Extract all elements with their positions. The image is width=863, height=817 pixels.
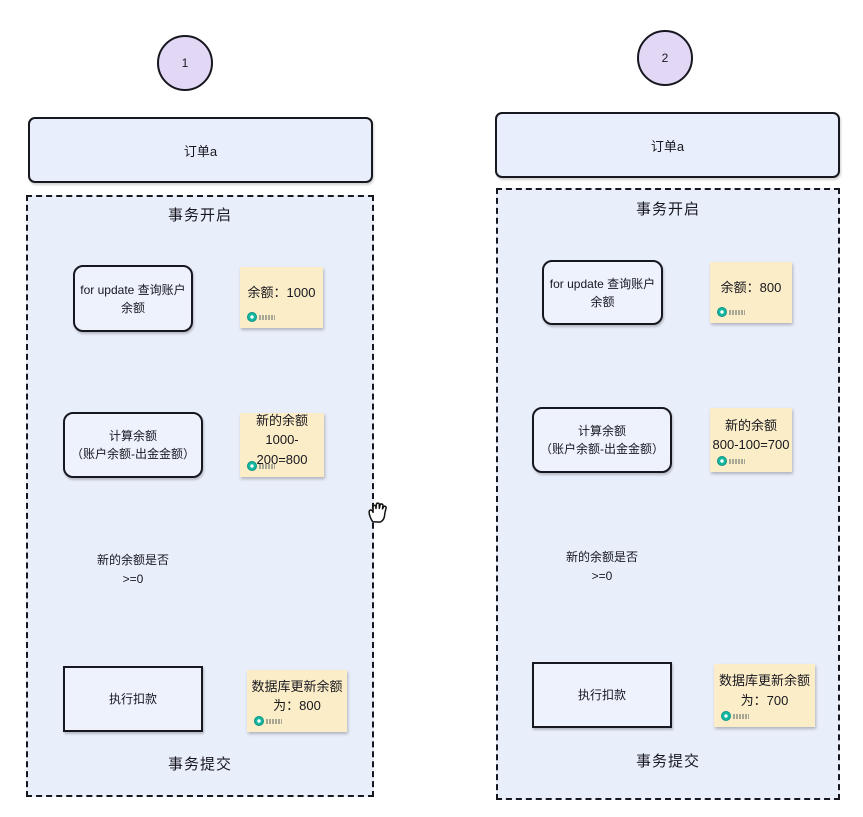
new-balance-note-text: 新的余额 800-100=700	[712, 417, 790, 453]
order-node[interactable]: 订单a	[495, 112, 840, 178]
watermark-badge	[247, 312, 275, 322]
order-label: 订单a	[650, 138, 685, 154]
sequence-badge-label: 2	[661, 51, 669, 65]
db-update-note[interactable]: 数据库更新余额 为：700	[714, 664, 815, 727]
query-balance-label: for update 查询账户 余额	[80, 282, 186, 315]
sequence-badge-1[interactable]: 1	[157, 35, 213, 91]
execute-deduction-label: 执行扣款	[108, 692, 157, 706]
watermark-text	[729, 309, 745, 315]
transaction-commit-label: 事务提交	[635, 753, 700, 770]
decision-label: 新的余额是否 >=0	[565, 549, 638, 583]
execute-deduction-label: 执行扣款	[577, 688, 626, 702]
transaction-open-label: 事务开启	[167, 207, 232, 224]
execute-deduction-node[interactable]: 执行扣款	[63, 666, 203, 732]
watermark-badge	[254, 716, 282, 726]
balance-note[interactable]: 余额：800	[710, 262, 792, 323]
transaction-commit-label: 事务提交	[167, 756, 232, 773]
watermark-text	[729, 458, 745, 464]
watermark-text	[733, 713, 749, 719]
new-balance-note[interactable]: 新的余额 1000-200=800	[240, 413, 324, 477]
watermark-badge	[247, 461, 275, 471]
watermark-icon	[254, 716, 264, 726]
db-update-note[interactable]: 数据库更新余额 为：800	[247, 670, 347, 732]
watermark-icon	[721, 711, 731, 721]
balance-note[interactable]: 余额：1000	[240, 267, 323, 328]
calc-balance-label: 计算余额 （账户余额-出金金额）	[71, 429, 195, 461]
execute-deduction-node[interactable]: 执行扣款	[532, 662, 672, 728]
watermark-badge	[721, 711, 749, 721]
balance-note-text: 余额：1000	[247, 284, 316, 300]
query-balance-label: for update 查询账户 余额	[549, 276, 656, 309]
watermark-text	[259, 314, 275, 320]
watermark-icon	[717, 456, 727, 466]
hand-cursor-icon	[368, 502, 387, 523]
calc-balance-node[interactable]: 计算余额 （账户余额-出金金额）	[532, 407, 672, 473]
query-balance-node[interactable]: for update 查询账户 余额	[542, 260, 663, 325]
order-node[interactable]: 订单a	[28, 117, 373, 183]
calc-balance-label: 计算余额 （账户余额-出金金额）	[540, 424, 664, 456]
transaction-open-label: 事务开启	[635, 201, 700, 218]
watermark-icon	[717, 307, 727, 317]
sequence-badge-2[interactable]: 2	[637, 30, 693, 86]
query-balance-node[interactable]: for update 查询账户 余额	[73, 265, 193, 332]
watermark-text	[266, 718, 282, 724]
db-update-note-text: 数据库更新余额 为：800	[251, 678, 343, 714]
new-balance-note-text: 新的余额 1000-200=800	[255, 412, 308, 467]
watermark-text	[259, 463, 275, 469]
watermark-icon	[247, 312, 257, 322]
order-label: 订单a	[183, 143, 218, 159]
watermark-icon	[247, 461, 257, 471]
watermark-badge	[717, 307, 745, 317]
watermark-badge	[717, 456, 745, 466]
sequence-badge-label: 1	[181, 56, 189, 70]
balance-note-text: 余额：800	[720, 279, 782, 295]
db-update-note-text: 数据库更新余额 为：700	[718, 673, 810, 708]
calc-balance-node[interactable]: 计算余额 （账户余额-出金金额）	[63, 412, 203, 478]
decision-label: 新的余额是否 >=0	[96, 552, 169, 586]
new-balance-note[interactable]: 新的余额 800-100=700	[710, 408, 792, 472]
